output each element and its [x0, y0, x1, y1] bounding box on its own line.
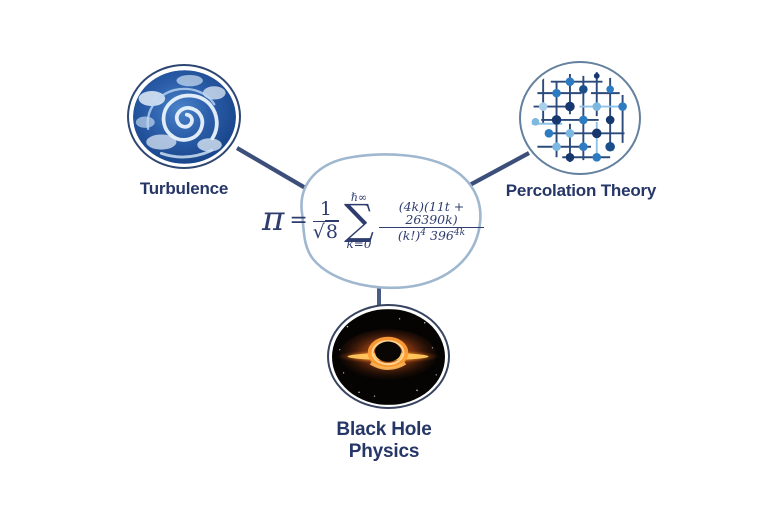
vortex-swirl-icon	[132, 69, 236, 164]
node-percolation	[519, 61, 641, 175]
formula-coefficient-fraction: 1 √8	[312, 197, 339, 243]
formula-numerator: (4k)(11t + 26390k)	[378, 200, 484, 228]
formula-main-fraction: (4k)(11t + 26390k) (k!)4 3964k	[378, 200, 484, 244]
formula-bubble	[300, 153, 482, 290]
formula-summation: ℏ∞ ∑ k=0	[344, 190, 374, 252]
node-turbulence	[127, 64, 241, 169]
formula-denominator: (k!)4 3964k	[397, 227, 466, 244]
node-blackhole	[327, 304, 450, 409]
lattice-network-icon	[524, 65, 636, 171]
radical-sign: √	[312, 220, 325, 243]
sigma-symbol: ∑	[344, 194, 374, 244]
formula-equals: =	[289, 208, 308, 233]
node-label-blackhole: Black Hole Physics	[336, 419, 432, 462]
formula-pi: π	[262, 199, 285, 239]
black-hole-accretion-disk-icon	[332, 308, 445, 405]
pi-formula: π = 1 √8 ℏ∞ ∑ k=0 (4k)(11t + 26390k) (k!…	[262, 178, 484, 264]
edge-turbulence-formula	[235, 146, 316, 195]
node-label-percolation: Percolation Theory	[505, 181, 657, 200]
node-label-turbulence: Turbulence	[139, 179, 229, 198]
